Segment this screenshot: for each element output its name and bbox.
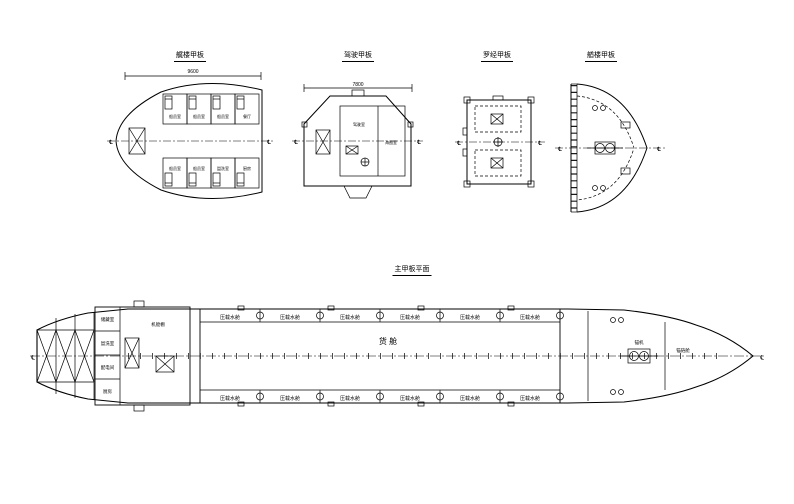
cabin-label: 船员室 bbox=[169, 165, 181, 171]
centerline-symbol: ℄ bbox=[457, 140, 461, 147]
cabin-label: 船员室 bbox=[217, 113, 229, 119]
view3-mast-base bbox=[492, 95, 504, 101]
fairlead-symbols bbox=[620, 121, 631, 175]
room-label: 储藏室 bbox=[101, 316, 115, 323]
ballast-bulkheads bbox=[259, 309, 501, 403]
view4-deck-edge-dashed bbox=[576, 95, 635, 201]
corner-step bbox=[463, 180, 471, 188]
cabin-label: 餐厅 bbox=[243, 113, 251, 119]
view3-drawing: ℄ ℄ bbox=[455, 95, 545, 188]
corner-post bbox=[407, 121, 414, 128]
room-label: 海图室 bbox=[385, 139, 397, 145]
ballast-tank-label: 压载水舱 bbox=[460, 395, 480, 402]
ballast-tank-label: 压载水舱 bbox=[400, 314, 420, 321]
view2-aft-platform bbox=[343, 185, 373, 199]
room-label: 配电间 bbox=[101, 364, 115, 371]
view1-title: 艉楼甲板 bbox=[174, 52, 206, 62]
corner-step bbox=[527, 180, 535, 188]
view2-stair-symbol bbox=[315, 129, 331, 155]
view2-deck-outline bbox=[303, 95, 412, 187]
room-label: 机舱棚 bbox=[151, 321, 165, 328]
ballast-tank-label: 压载水舱 bbox=[340, 395, 360, 402]
ballast-tank-label: 压载水舱 bbox=[220, 395, 240, 402]
view4-drawing: ℄ ℄ bbox=[555, 83, 667, 213]
engine-hatch-symbol bbox=[155, 355, 175, 373]
corner-step bbox=[463, 96, 471, 104]
view2-skylight bbox=[351, 89, 365, 97]
hatch-with-cross bbox=[490, 113, 504, 169]
ballast-tank-label: 压载水舱 bbox=[280, 395, 300, 402]
centerline-symbol: ℄ bbox=[417, 139, 421, 146]
main-view-title: 主甲板平面 bbox=[392, 266, 432, 276]
side-tab bbox=[462, 127, 468, 136]
cabin-label: 船员室 bbox=[169, 113, 181, 119]
ballast-tank-label: 压载水舱 bbox=[400, 395, 420, 402]
view2-title: 驾驶甲板 bbox=[342, 52, 374, 62]
ballast-tank-label: 压载水舱 bbox=[340, 314, 360, 321]
view1-dimension-line bbox=[124, 72, 262, 80]
skylight-dashed bbox=[474, 105, 522, 177]
cabin-label: 船员室 bbox=[193, 165, 205, 171]
cabin-label: 盥洗室 bbox=[217, 165, 229, 171]
room-label: 盥洗室 bbox=[101, 340, 115, 347]
cabin-label: 厨房 bbox=[243, 165, 251, 171]
corner-step bbox=[527, 96, 535, 104]
centerline-symbol: ℄ bbox=[558, 146, 562, 153]
cabin-label: 船员室 bbox=[193, 113, 205, 119]
cargo-hold-label: 货 舱 bbox=[379, 336, 397, 346]
room-label: 厨房 bbox=[103, 388, 112, 395]
view2-equipment bbox=[345, 145, 370, 167]
centerline-symbol: ℄ bbox=[267, 139, 271, 146]
main-deck-drawing: 储藏室 盥洗室 配电间 厨房 机舱棚 压载水舱 压载水舱 压载水舱 压载水舱 压… bbox=[30, 300, 766, 412]
bow-bollards bbox=[610, 317, 624, 395]
view1-dimension-text: 9600 bbox=[187, 69, 198, 75]
centerline-symbol: ℄ bbox=[294, 139, 298, 146]
centerline-symbol: ℄ bbox=[657, 146, 661, 153]
view2-dimension-text: 7800 bbox=[352, 82, 363, 88]
ballast-tank-label: 压载水舱 bbox=[520, 314, 540, 321]
ballast-tank-label: 压载水舱 bbox=[460, 314, 480, 321]
view1-drawing: 9600 船员室 船员室 船员室 餐厅 船员室 船员室 盥洗室 厨房 ℄ ℄ bbox=[107, 69, 273, 200]
deck-bollards bbox=[237, 305, 515, 407]
bed-symbols bbox=[164, 95, 245, 187]
view2-drawing: 7800 驾驶室 海图室 ℄ ℄ bbox=[292, 82, 423, 199]
centerline-symbol: ℄ bbox=[760, 355, 764, 362]
ballast-tank-label: 压载水舱 bbox=[220, 314, 240, 321]
room-label: 驾驶室 bbox=[353, 121, 365, 127]
chain-locker-label: 锚链舱 bbox=[676, 347, 690, 354]
corner-post bbox=[301, 121, 308, 128]
windlass-label: 锚机 bbox=[635, 339, 644, 346]
bollard-symbols bbox=[592, 105, 606, 191]
side-tab bbox=[462, 148, 468, 157]
view1-cabins bbox=[162, 93, 260, 189]
view4-title: 艏楼甲板 bbox=[585, 52, 617, 62]
cargo-hold-structure bbox=[199, 305, 564, 407]
vent-head-symbols bbox=[256, 311, 564, 401]
centerline-symbol: ℄ bbox=[109, 139, 113, 146]
ballast-tank-label: 压载水舱 bbox=[280, 314, 300, 321]
deckhouse-stair-symbol bbox=[124, 337, 140, 369]
centerline-symbol: ℄ bbox=[31, 355, 35, 362]
view1-deck-outline bbox=[115, 82, 263, 200]
centerline-symbol: ℄ bbox=[538, 140, 542, 147]
view2-dimension-line bbox=[303, 84, 413, 92]
view3-title: 罗经甲板 bbox=[481, 52, 513, 62]
ballast-tank-label: 压载水舱 bbox=[520, 395, 540, 402]
